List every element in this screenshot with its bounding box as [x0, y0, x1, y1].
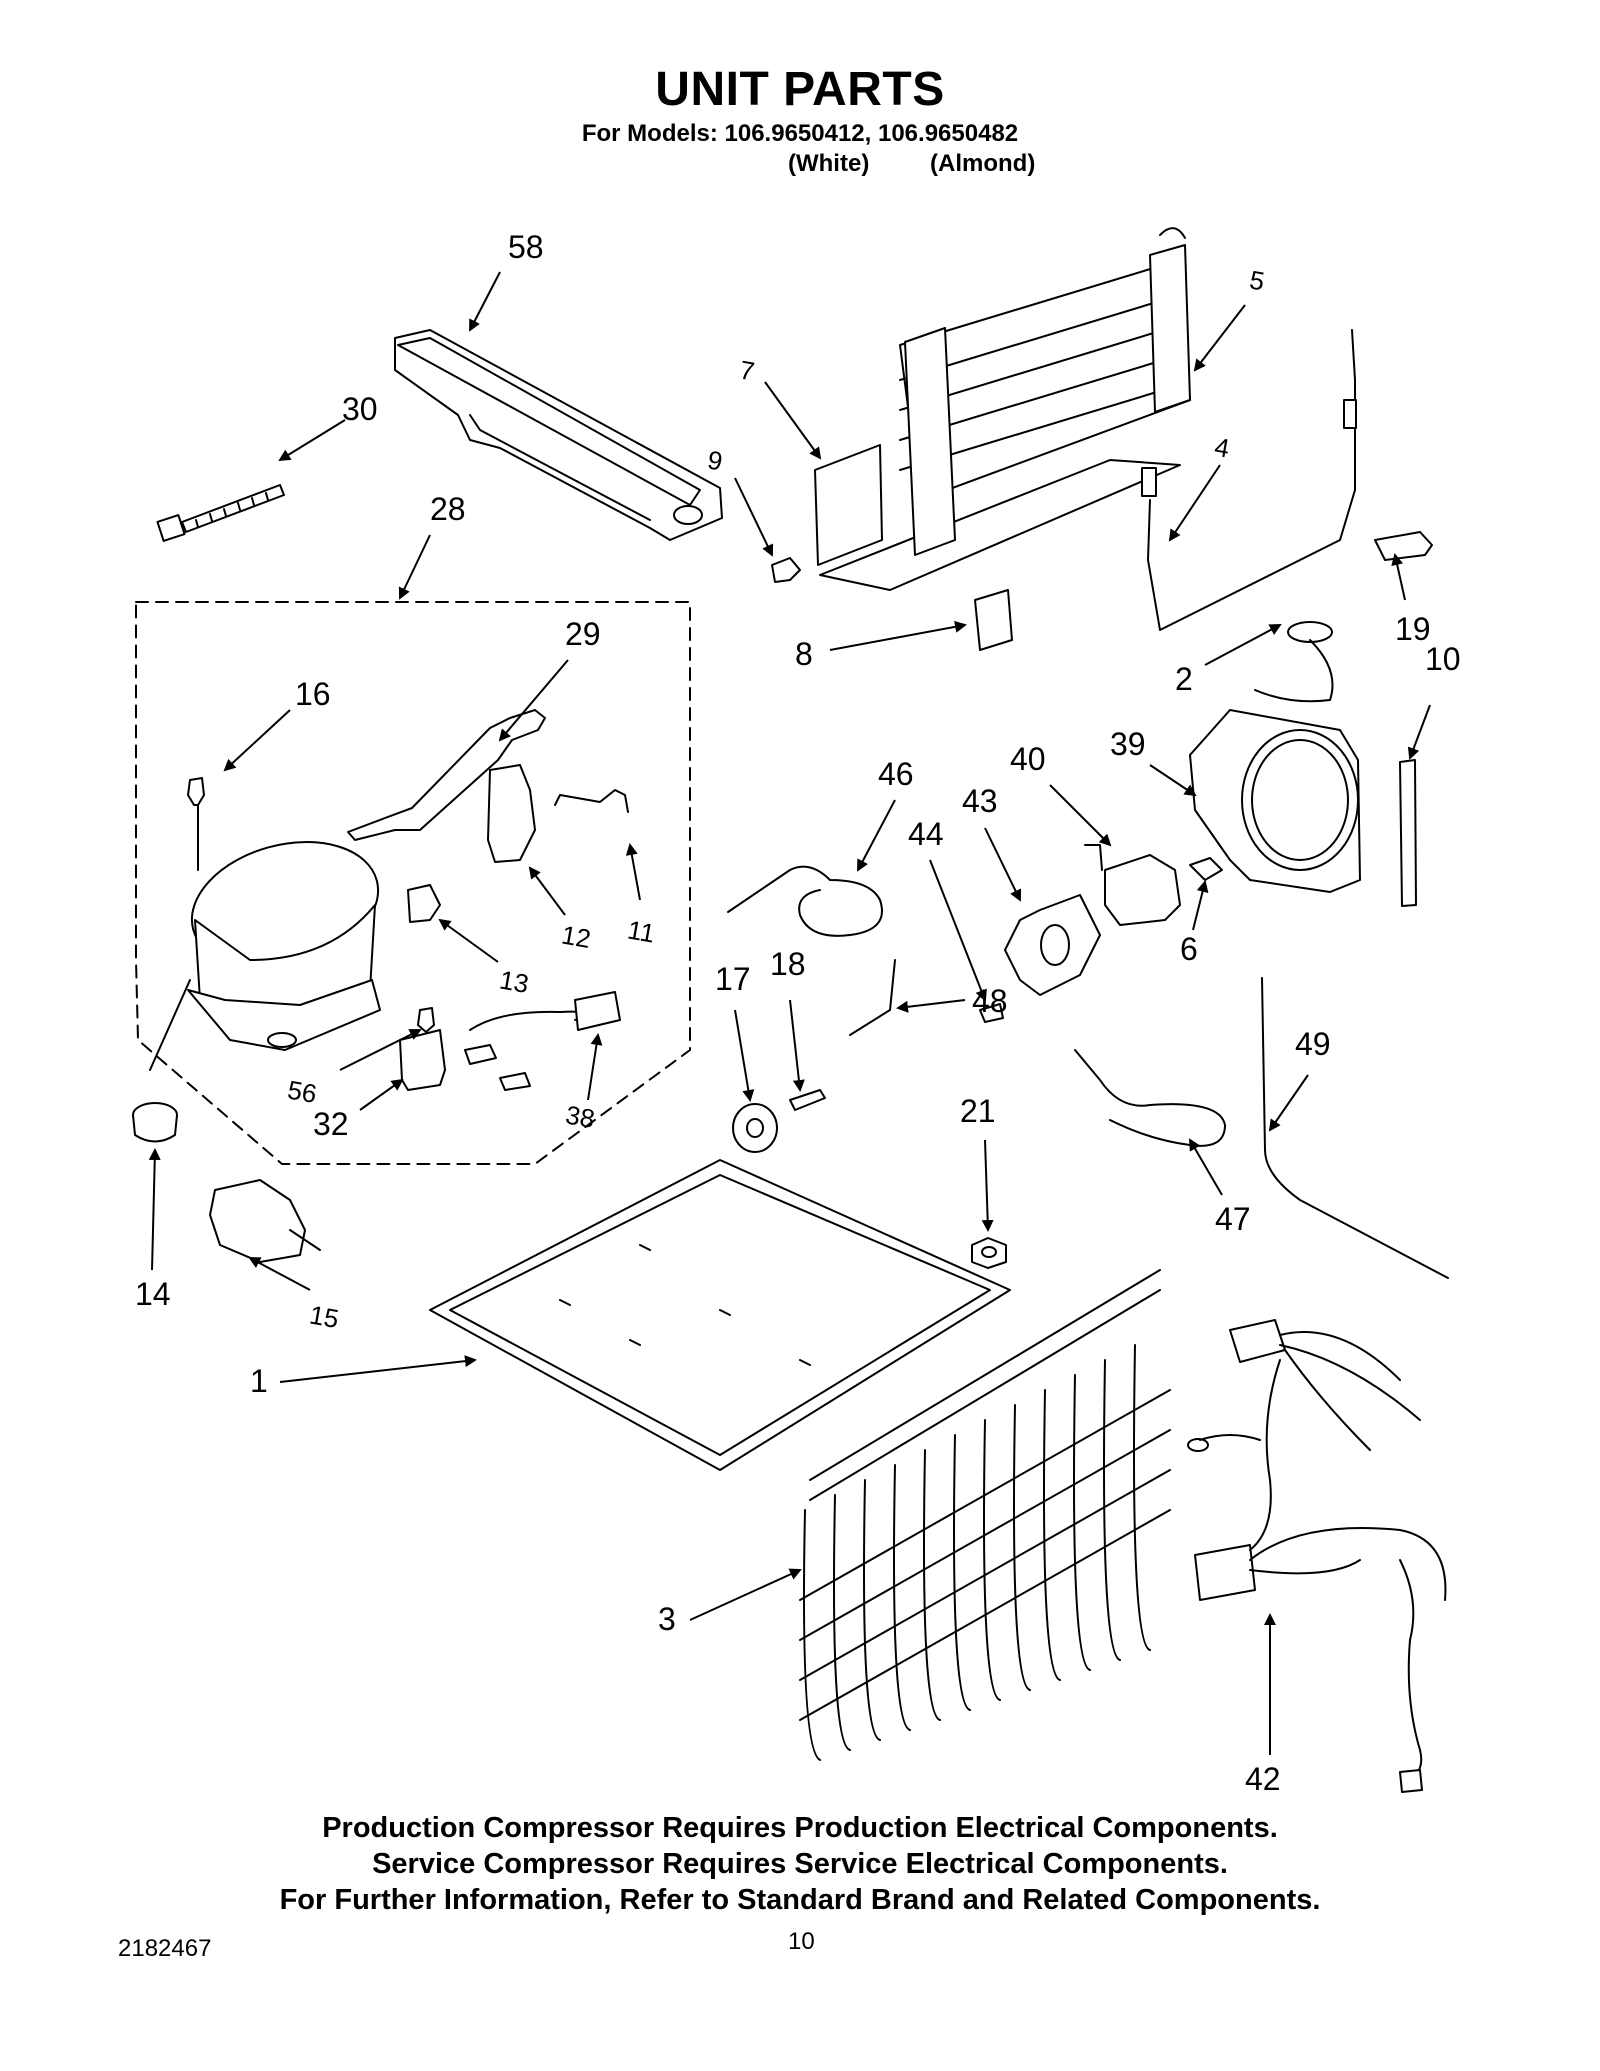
callout-8: 8	[795, 636, 813, 672]
models-line: For Models: 106.9650412, 106.9650482	[581, 120, 1019, 147]
note-line-1: Production Compressor Requires Productio…	[322, 1812, 1278, 1844]
leader-lines	[148, 271, 1431, 1755]
callout-44: 44	[908, 816, 944, 852]
part-nut	[971, 1237, 1007, 1269]
callout-58: 58	[508, 229, 544, 265]
callout-10: 10	[1425, 641, 1461, 677]
part-condenser	[799, 1269, 1171, 1761]
callout-9: 9	[705, 444, 724, 476]
part-compressor	[149, 841, 381, 1071]
callout-11: 11	[625, 914, 657, 948]
part-grommet	[132, 1102, 178, 1143]
part-screw-16	[187, 777, 205, 871]
part-clip-19	[1374, 531, 1433, 561]
compressor-group-outline	[135, 601, 691, 1165]
part-foam-strip	[1399, 759, 1417, 907]
page-title: UNIT PARTS	[655, 63, 945, 116]
callout-49: 49	[1295, 1026, 1331, 1062]
callout-12: 12	[559, 919, 593, 954]
callout-18: 18	[770, 946, 806, 982]
callout-42: 42	[1245, 1761, 1281, 1797]
part-tube-49	[1261, 977, 1449, 1279]
part-relay	[407, 764, 629, 923]
part-overload	[209, 1179, 321, 1263]
part-axle	[789, 1089, 826, 1111]
part-cable-tie	[156, 484, 285, 542]
part-fan-shroud	[1189, 709, 1361, 893]
color-white-label: (White)	[788, 150, 870, 177]
callout-13: 13	[497, 964, 531, 999]
callout-5: 5	[1247, 264, 1266, 296]
callout-1: 1	[250, 1363, 268, 1399]
part-tubing-46	[727, 865, 883, 937]
callout-21: 21	[960, 1093, 996, 1129]
page-number: 10	[788, 1928, 815, 1955]
callout-46: 46	[878, 756, 914, 792]
callout-labels: 58 30 28 29 16 11 12 13 56 32 38 14 15 7…	[135, 229, 1461, 1797]
callout-32: 32	[313, 1106, 349, 1142]
callout-30: 30	[342, 391, 378, 427]
callout-7: 7	[737, 354, 756, 386]
callout-14: 14	[135, 1276, 171, 1312]
callout-2: 2	[1175, 661, 1193, 697]
callout-48: 48	[972, 983, 1008, 1019]
part-air-duct	[394, 329, 723, 541]
part-base-pan	[429, 1159, 1011, 1471]
part-defrost-wire	[1141, 329, 1357, 631]
callout-38: 38	[563, 1099, 597, 1134]
part-sensor-2	[1254, 621, 1334, 703]
callout-47: 47	[1215, 1201, 1251, 1237]
part-clip-8	[974, 589, 1013, 651]
note-line-2: Service Compressor Requires Service Elec…	[372, 1848, 1228, 1880]
callout-43: 43	[962, 783, 998, 819]
document-number: 2182467	[118, 1935, 212, 1962]
callout-3: 3	[658, 1601, 676, 1637]
note-line-3: For Further Information, Refer to Standa…	[279, 1884, 1321, 1916]
callout-16: 16	[295, 676, 331, 712]
callout-17: 17	[715, 961, 751, 997]
part-roller	[732, 1103, 778, 1153]
callout-4: 4	[1212, 431, 1231, 463]
part-capacitor	[399, 991, 621, 1091]
part-drier	[347, 709, 546, 841]
part-tube-48	[849, 959, 896, 1036]
part-tube-47	[1074, 1049, 1226, 1147]
callout-6: 6	[1180, 931, 1198, 967]
part-fan-motor	[1084, 844, 1223, 926]
callout-56: 56	[285, 1074, 319, 1109]
callout-29: 29	[565, 616, 601, 652]
callout-39: 39	[1110, 726, 1146, 762]
callout-15: 15	[307, 1299, 341, 1334]
callout-40: 40	[1010, 741, 1046, 777]
part-wire-harness	[1187, 1319, 1447, 1793]
part-evaporator	[814, 227, 1191, 591]
callout-19: 19	[1395, 611, 1431, 647]
callout-28: 28	[430, 491, 466, 527]
part-fan-blade	[979, 894, 1101, 1023]
color-almond-label: (Almond)	[930, 150, 1036, 177]
part-screw-9	[771, 557, 801, 583]
